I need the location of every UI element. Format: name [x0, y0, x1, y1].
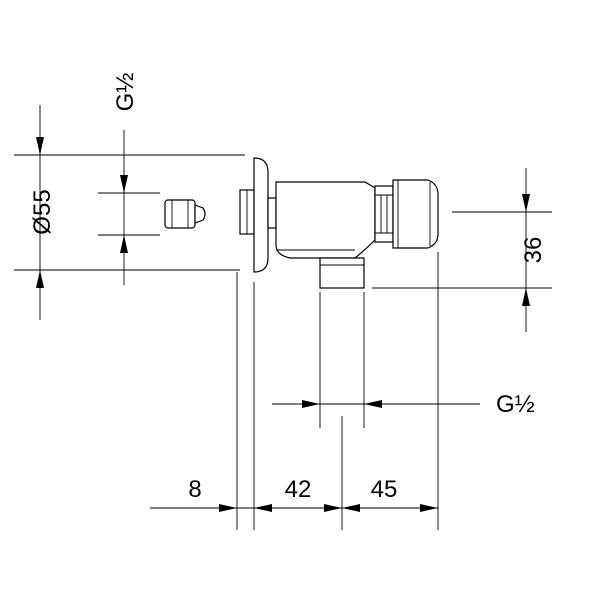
loose-fitting [164, 199, 206, 229]
arrow-down-icon [522, 194, 530, 212]
diameter-dimension: Ø55 [14, 105, 245, 320]
arrow-up-icon [36, 270, 44, 288]
valve-body [239, 157, 439, 289]
arrow-right-icon [219, 504, 237, 512]
length-dimensions: 8 42 45 [150, 252, 439, 530]
arrow-down-icon [120, 175, 128, 193]
height-dimension: 36 [372, 168, 552, 332]
arrow-left-icon [364, 400, 382, 408]
arrow-down-icon [36, 137, 44, 155]
thread-bottom-dimension: G½ [272, 292, 535, 428]
arrow-right-icon [302, 400, 320, 408]
height-label: 36 [520, 237, 547, 264]
length-right-label: 45 [371, 476, 398, 503]
arrow-left-icon [342, 504, 360, 512]
thread-top-label: G½ [112, 73, 139, 112]
arrow-up-icon [522, 288, 530, 306]
length-mid-label: 42 [285, 476, 312, 503]
arrow-right-icon [324, 504, 342, 512]
arrow-up-icon [120, 235, 128, 253]
thread-bottom-label: G½ [496, 391, 535, 418]
arrow-right-icon [420, 504, 438, 512]
arrow-left-icon [254, 504, 272, 512]
length-left-label: 8 [188, 476, 201, 503]
diameter-label: Ø55 [29, 189, 56, 234]
thread-top-dimension: G½ [98, 73, 160, 285]
